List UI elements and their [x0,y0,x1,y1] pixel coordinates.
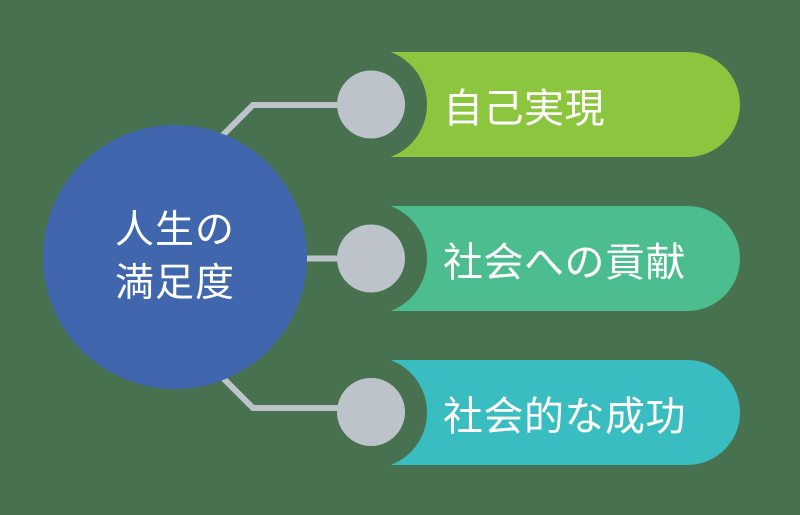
bar-shape-1 [390,52,741,157]
bar-shape-2 [390,206,740,311]
hub-circle [43,125,307,389]
connector-line-1 [219,102,345,139]
node-circle-2 [337,224,405,293]
node-circle-1 [337,70,405,139]
bar-shape-3 [390,360,741,466]
connector-line-3 [218,373,345,411]
node-circle-3 [337,378,405,446]
